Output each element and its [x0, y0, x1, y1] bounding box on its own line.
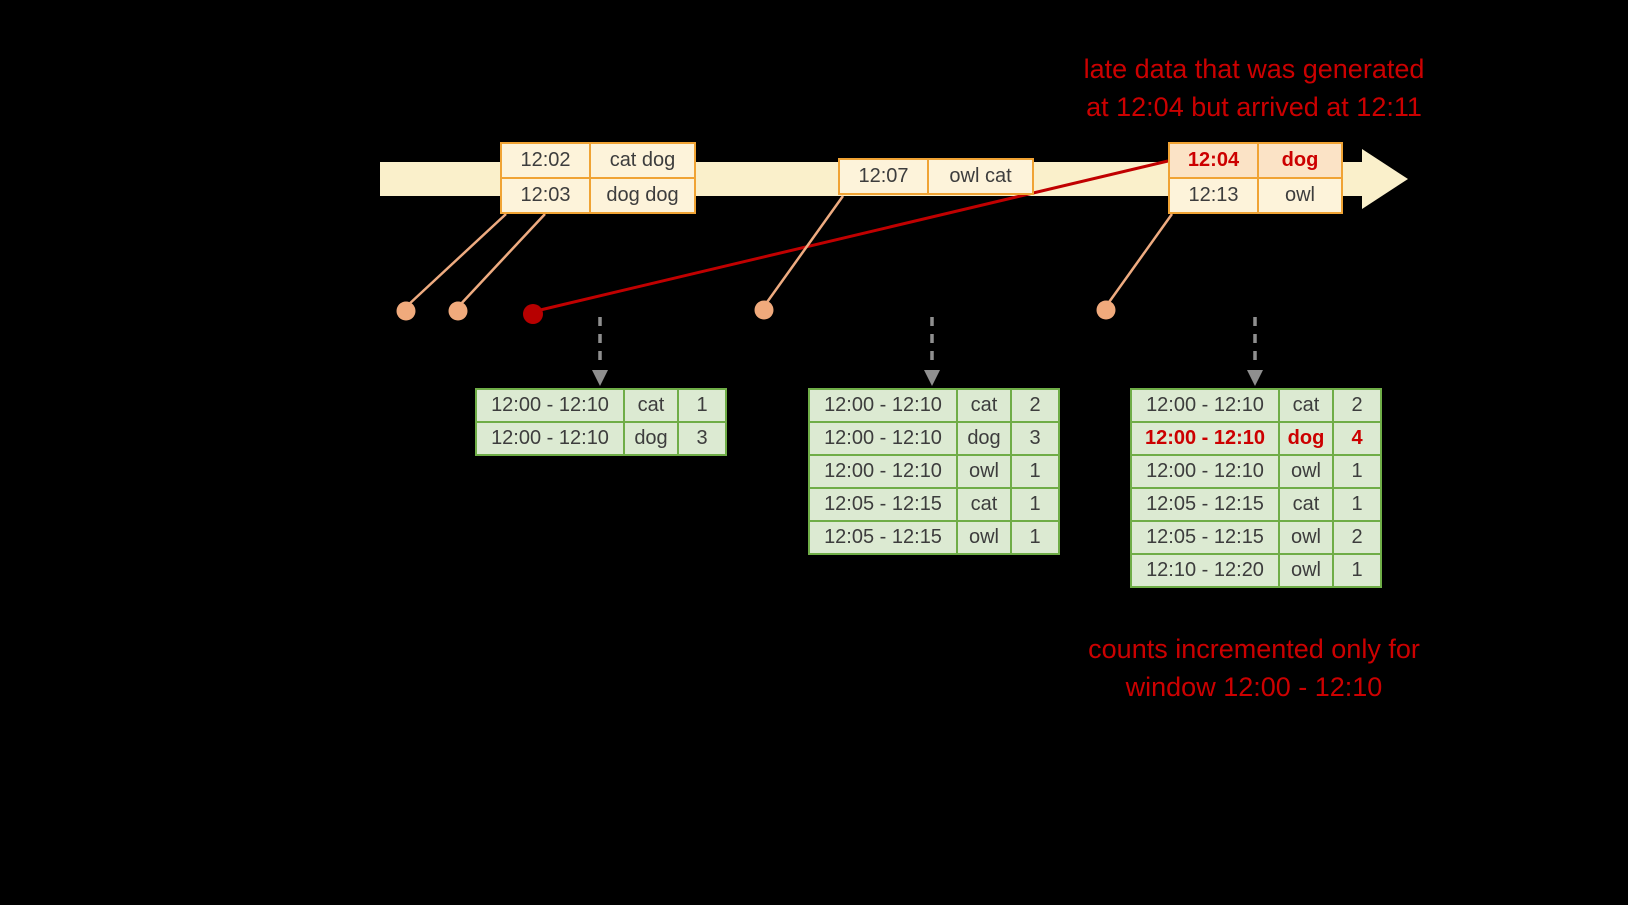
result-word-cell: owl — [956, 454, 1012, 489]
result-word-cell: dog — [1278, 421, 1334, 456]
event-words-cell: cat dog — [589, 142, 696, 179]
result-window-cell: 12:05 - 12:15 — [1130, 487, 1280, 522]
result-row: 12:05 - 12:15 cat 1 — [1130, 487, 1382, 522]
counts-annotation: counts incremented only for window 12:00… — [1019, 630, 1489, 706]
result-row: 12:00 - 12:10 cat 2 — [808, 388, 1060, 423]
result-count-cell: 3 — [677, 421, 727, 456]
connector-line-1202 — [406, 213, 507, 307]
counts-annotation-line1: counts incremented only for — [1088, 634, 1420, 664]
result-count-cell: 3 — [1010, 421, 1060, 456]
timeline-arrowhead — [1362, 149, 1408, 209]
result-count-cell: 4 — [1332, 421, 1382, 456]
connector-line-1213 — [1105, 213, 1174, 306]
result-row: 12:05 - 12:15 cat 1 — [808, 487, 1060, 522]
result-window-cell: 12:05 - 12:15 — [808, 487, 958, 522]
result-count-cell: 1 — [1010, 454, 1060, 489]
result-count-cell: 1 — [1010, 487, 1060, 522]
event-time-cell: 12:13 — [1168, 177, 1259, 214]
event-words-cell: dog — [1257, 142, 1343, 179]
result-word-cell: dog — [623, 421, 679, 456]
event-group-1: 12:02 cat dog 12:03 dog dog — [500, 142, 696, 214]
result-count-cell: 2 — [1010, 388, 1060, 423]
result-window-cell: 12:00 - 12:10 — [808, 421, 958, 456]
result-count-cell: 2 — [1332, 388, 1382, 423]
result-row: 12:05 - 12:15 owl 1 — [808, 520, 1060, 555]
result-count-cell: 1 — [1332, 487, 1382, 522]
result-word-cell: owl — [1278, 553, 1334, 588]
event-time-cell: 12:03 — [500, 177, 591, 214]
trigger-arrow-lines — [598, 317, 1257, 368]
result-word-cell: cat — [956, 487, 1012, 522]
result-count-cell: 1 — [1332, 553, 1382, 588]
event-words-cell: owl cat — [927, 158, 1034, 195]
result-row: 12:00 - 12:10 dog 3 — [808, 421, 1060, 456]
event-group-2: 12:07 owl cat — [838, 158, 1034, 195]
result-word-cell: cat — [1278, 487, 1334, 522]
result-row: 12:00 - 12:10 cat 1 — [475, 388, 727, 423]
result-window-cell: 12:00 - 12:10 — [808, 388, 958, 423]
trigger-arrowhead-icon-3 — [1247, 370, 1263, 386]
event-words-cell: dog dog — [589, 177, 696, 214]
event-row: 12:03 dog dog — [500, 177, 696, 214]
trigger-arrowhead-icon-1 — [592, 370, 608, 386]
event-row: 12:13 owl — [1168, 177, 1343, 214]
result-row: 12:00 - 12:10 owl 1 — [808, 454, 1060, 489]
event-words-cell: owl — [1257, 177, 1343, 214]
result-table-1: 12:00 - 12:10 cat 1 12:00 - 12:10 dog 3 — [475, 388, 727, 456]
result-window-cell: 12:00 - 12:10 — [1130, 454, 1280, 489]
result-word-cell: owl — [1278, 520, 1334, 555]
result-window-cell: 12:00 - 12:10 — [475, 421, 625, 456]
event-time-cell: 12:02 — [500, 142, 591, 179]
event-group-3: 12:04 dog 12:13 owl — [1168, 142, 1343, 214]
event-dot-1203 — [448, 301, 468, 321]
event-dot-1207 — [754, 300, 774, 320]
result-row: 12:00 - 12:10 owl 1 — [1130, 454, 1382, 489]
late-event-row: 12:04 dog — [1168, 142, 1343, 179]
result-count-cell: 1 — [677, 388, 727, 423]
result-table-3: 12:00 - 12:10 cat 2 12:00 - 12:10 dog 4 … — [1130, 388, 1382, 588]
result-window-cell: 12:05 - 12:15 — [1130, 520, 1280, 555]
result-word-cell: cat — [623, 388, 679, 423]
result-row: 12:05 - 12:15 owl 2 — [1130, 520, 1382, 555]
result-count-cell: 1 — [1332, 454, 1382, 489]
result-count-cell: 2 — [1332, 520, 1382, 555]
result-window-cell: 12:10 - 12:20 — [1130, 553, 1280, 588]
connector-line-1207 — [763, 195, 845, 306]
late-data-annotation: late data that was generated at 12:04 bu… — [1019, 50, 1489, 126]
result-count-cell: 1 — [1010, 520, 1060, 555]
result-row: 12:00 - 12:10 cat 2 — [1130, 388, 1382, 423]
event-row: 12:07 owl cat — [838, 158, 1034, 195]
result-word-cell: dog — [956, 421, 1012, 456]
result-window-cell: 12:00 - 12:10 — [475, 388, 625, 423]
event-time-cell: 12:07 — [838, 158, 929, 195]
connector-line-1203 — [458, 213, 546, 307]
late-data-annotation-line2: at 12:04 but arrived at 12:11 — [1086, 92, 1422, 122]
result-window-cell: 12:05 - 12:15 — [808, 520, 958, 555]
result-word-cell: cat — [956, 388, 1012, 423]
result-window-cell: 12:00 - 12:10 — [808, 454, 958, 489]
event-dot-1213 — [1096, 300, 1116, 320]
result-window-cell: 12:00 - 12:10 — [1130, 421, 1280, 456]
result-word-cell: cat — [1278, 388, 1334, 423]
counts-annotation-line2: window 12:00 - 12:10 — [1125, 672, 1383, 702]
trigger-arrowhead-icon-2 — [924, 370, 940, 386]
late-result-row: 12:00 - 12:10 dog 4 — [1130, 421, 1382, 456]
event-time-cell: 12:04 — [1168, 142, 1259, 179]
trigger-arrowheads — [592, 370, 1263, 386]
result-table-2: 12:00 - 12:10 cat 2 12:00 - 12:10 dog 3 … — [808, 388, 1060, 555]
event-dot-1202 — [396, 301, 416, 321]
late-connector-line — [535, 159, 1169, 313]
result-word-cell: owl — [1278, 454, 1334, 489]
result-row: 12:00 - 12:10 dog 3 — [475, 421, 727, 456]
late-data-annotation-line1: late data that was generated — [1083, 54, 1425, 84]
result-window-cell: 12:00 - 12:10 — [1130, 388, 1280, 423]
late-event-dot-1204 — [523, 304, 543, 324]
result-word-cell: owl — [956, 520, 1012, 555]
event-row: 12:02 cat dog — [500, 142, 696, 179]
result-row: 12:10 - 12:20 owl 1 — [1130, 553, 1382, 588]
